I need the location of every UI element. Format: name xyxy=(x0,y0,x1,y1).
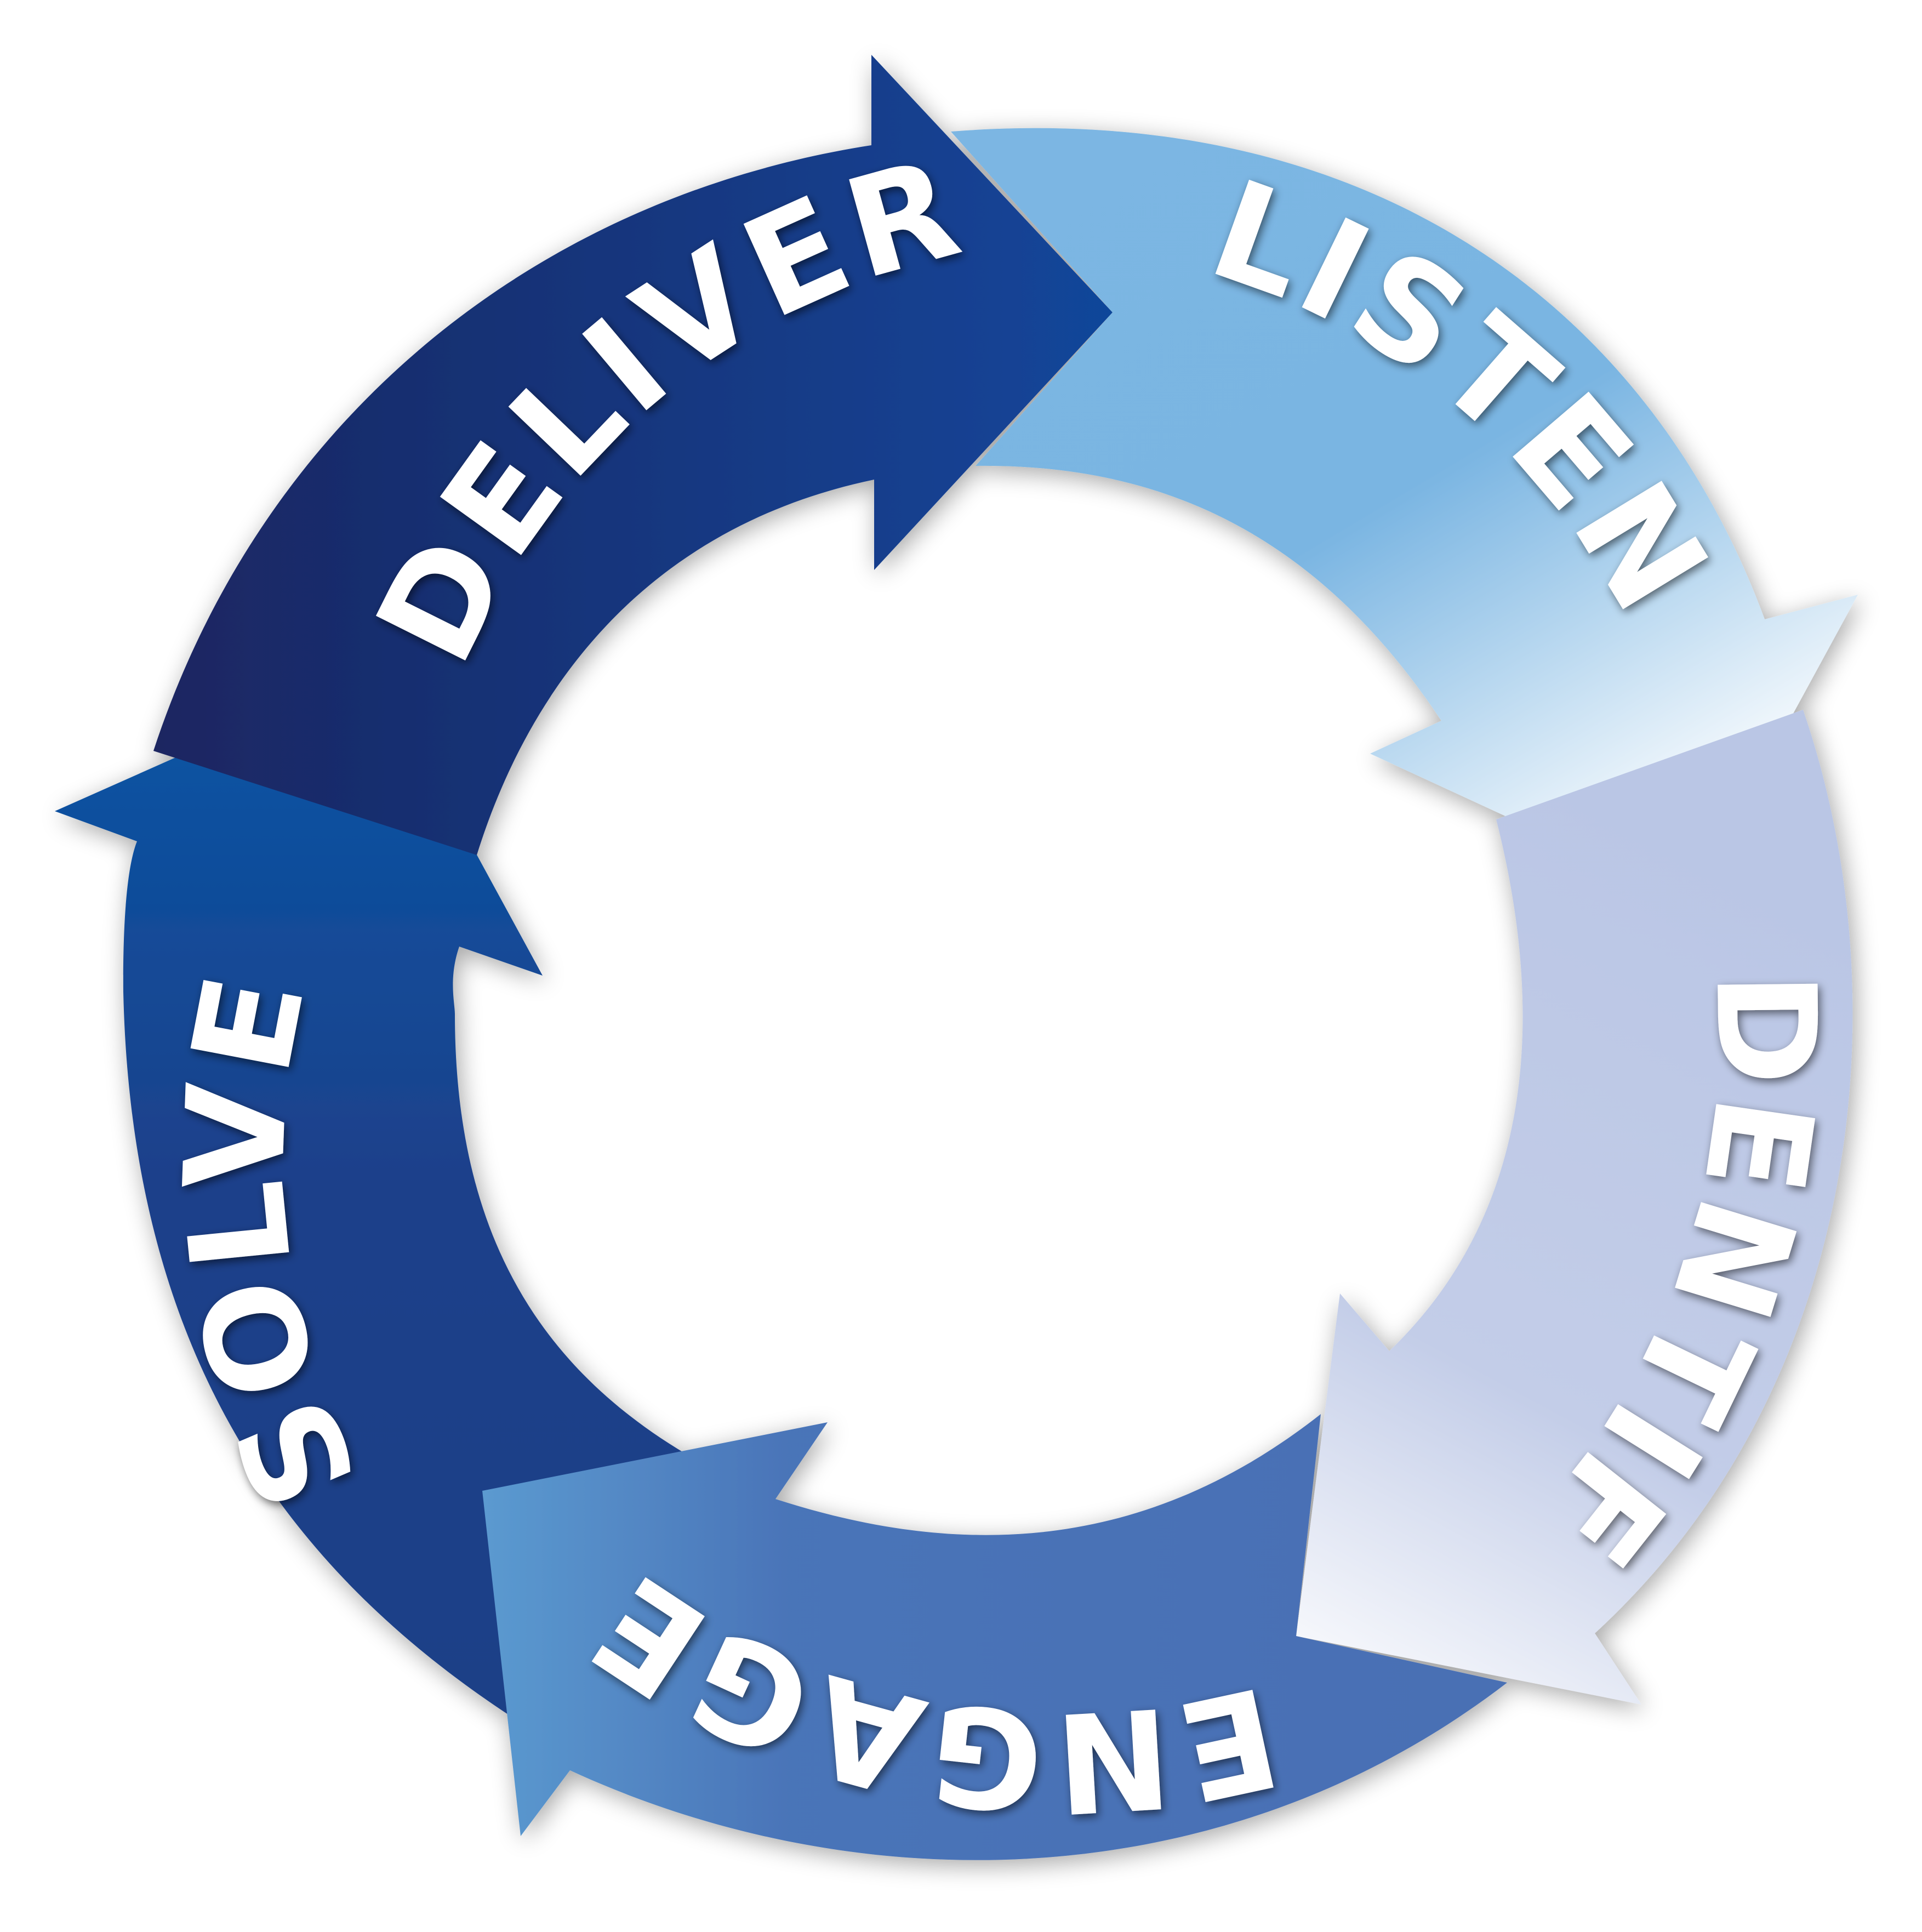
identify-arrow xyxy=(1296,710,1853,1705)
solve-arrow xyxy=(55,669,712,1716)
deliver-arrow xyxy=(153,55,1113,855)
listen-arrow xyxy=(951,128,1858,902)
engage-arrow xyxy=(482,1414,1507,1860)
